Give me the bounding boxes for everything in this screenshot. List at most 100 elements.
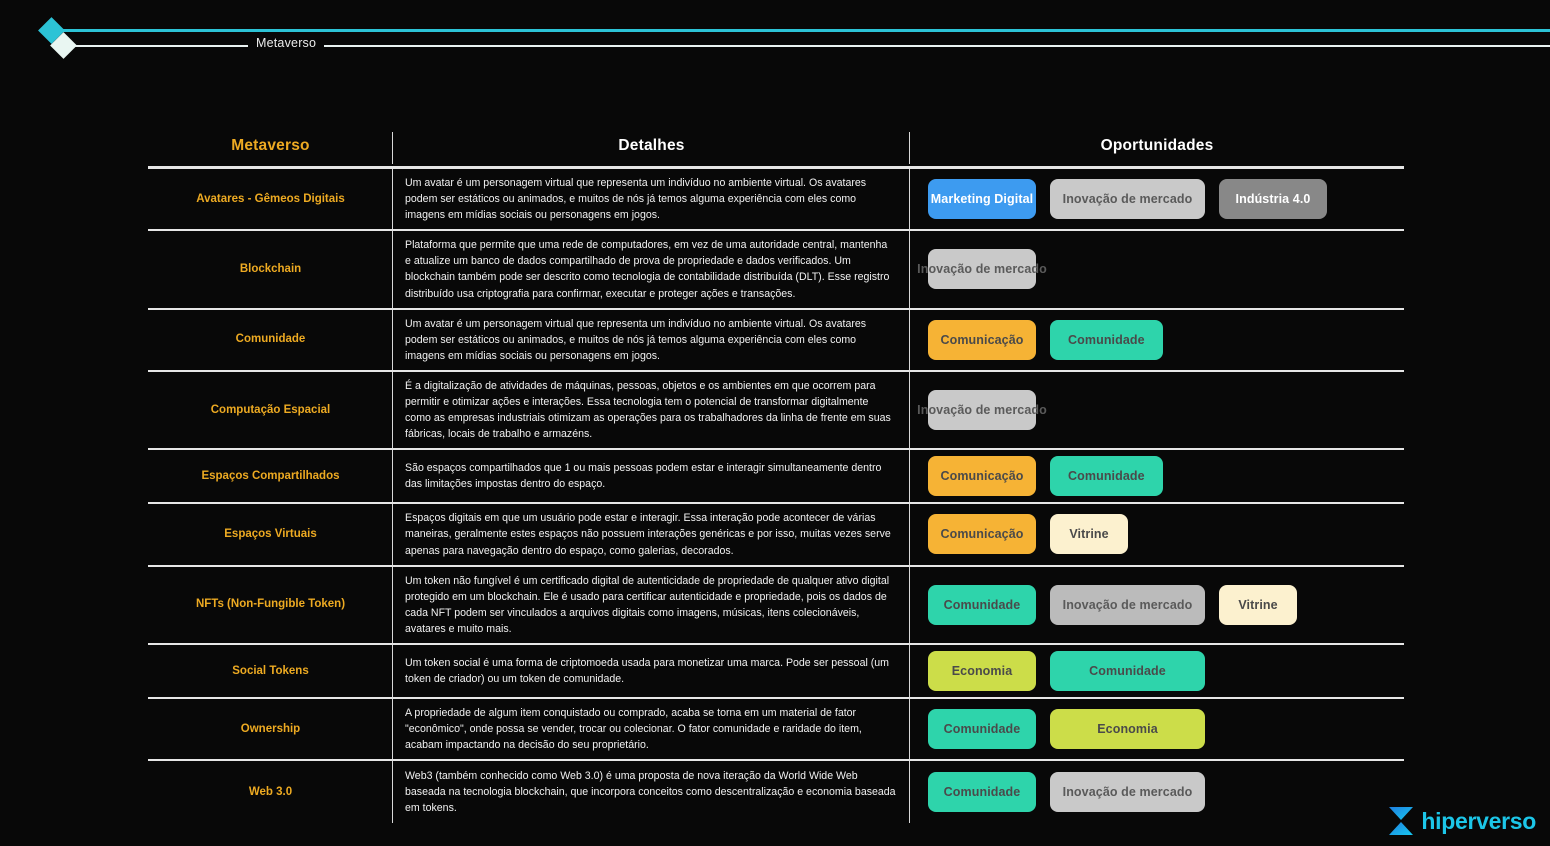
opportunities-cell: Comunicação Comunidade [910,450,1404,502]
opportunity-tag[interactable]: Comunidade [1050,456,1163,497]
detail-text: Um avatar é um personagem virtual que re… [405,177,867,222]
detail-cell: Um token não fungível é um certificado d… [393,566,910,644]
opportunity-tag[interactable]: Vitrine [1050,514,1128,555]
term-label: NFTs (Non-Fungible Token) [195,598,346,611]
opportunity-tag[interactable]: Inovação de mercado [917,249,1047,290]
term-cell: Comunidade [148,309,393,371]
tag-group: Comunidade Inovação de mercado [910,761,1404,823]
term-label: Comunidade [235,333,306,346]
tag-group: Comunidade Inovação de mercado Vitrine [910,567,1404,643]
table-row: Computação Espacial É a digitalização de … [148,371,1404,451]
top-decoration: Metaverso [0,0,1550,70]
detail-cell: Um token social é uma forma de criptomoe… [393,644,910,697]
opportunity-tag[interactable]: Marketing Digital [928,179,1036,220]
table-row: Ownership A propriedade de algum item con… [148,698,1404,762]
table-row: Comunidade Um avatar é um personagem virt… [148,309,1404,372]
cyan-rule [60,29,1550,32]
opportunities-cell: Comunicação Vitrine [910,504,1404,564]
term-cell: Computação Espacial [148,371,393,449]
opportunity-tag[interactable]: Comunidade [928,709,1036,750]
table-row: Avatares - Gêmeos Digitais Um avatar é um… [148,169,1404,232]
term-cell: Social Tokens [148,644,393,697]
table-header-row: Metaverso Detalhes Oportunidades [148,130,1404,164]
term-label: Ownership [240,722,301,735]
table-row: Blockchain Plataforma que permite que uma… [148,231,1404,310]
opportunity-tag[interactable]: Comunicação [928,319,1036,360]
term-label: Blockchain [239,263,302,275]
column-header-label: Oportunidades [1100,137,1214,154]
detail-cell: São espaços compartilhados que 1 ou mais… [393,450,910,503]
hourglass-icon [1389,807,1414,835]
opportunity-tag[interactable]: Comunidade [928,584,1036,625]
detail-text: São espaços compartilhados que 1 ou mais… [405,462,882,491]
opportunities-cell: Marketing Digital Inovação de mercado Indú… [910,169,1404,229]
tag-group: Marketing Digital Inovação de mercado Indú… [910,169,1404,229]
opportunity-tag[interactable]: Comunidade [1050,650,1205,691]
detail-text: Um avatar é um personagem virtual que re… [405,317,867,362]
opportunities-cell: Comunidade Inovação de mercado [910,761,1404,823]
opportunity-tag[interactable]: Inovação de mercado [917,390,1047,431]
opportunity-tag[interactable]: Inovação de mercado [1050,772,1205,813]
table-row: Espaços Virtuais Espaços digitais em que … [148,504,1404,567]
detail-cell: Um avatar é um personagem virtual que re… [393,309,910,371]
tag-group: Comunicação Comunidade [910,310,1404,370]
opportunity-tag[interactable]: Comunicação [928,456,1036,497]
comparison-table: Metaverso Detalhes Oportunidades Avatare… [148,130,1404,824]
term-label: Espaços Virtuais [224,527,317,540]
detail-cell: É a digitalização de atividades de máqui… [393,371,910,449]
column-header-label: Detalhes [618,137,685,154]
detail-text: A propriedade de algum item conquistado … [405,706,862,752]
table-row: NFTs (Non-Fungible Token) Um token não fu… [148,566,1404,645]
term-cell: Ownership [148,698,393,760]
tag-group: Inovação de mercado [910,372,1404,448]
term-cell: Espaços Compartilhados [148,450,393,503]
tag-group: Inovação de mercado [910,231,1404,307]
term-cell: Espaços Virtuais [148,504,393,565]
opportunity-tag[interactable]: Comunidade [928,772,1036,813]
table-row: Espaços Compartilhados São espaços compar… [148,450,1404,505]
header-cell-detalhes: Detalhes [393,130,910,164]
term-label: Social Tokens [232,664,309,677]
term-label: Espaços Compartilhados [201,469,340,482]
opportunity-tag[interactable]: Indústria 4.0 [1219,179,1327,220]
detail-text: Espaços digitais em que um usuário pode … [405,512,891,557]
opportunities-cell: Inovação de mercado [910,372,1404,448]
opportunity-tag[interactable]: Inovação de mercado [1050,584,1205,625]
detail-text: Plataforma que permite que uma rede de c… [405,239,890,300]
tag-group: Economia Comunidade [910,645,1404,697]
column-header-label: Metaverso [231,137,310,154]
section-label: Metaverso [248,36,325,51]
table-body: Avatares - Gêmeos Digitais Um avatar é um… [148,169,1404,824]
opportunity-tag[interactable]: Comunidade [1050,319,1163,360]
term-label: Avatares - Gêmeos Digitais [196,192,345,205]
table-row: Web 3.0 Web3 (também conhecido como Web 3… [148,761,1404,824]
opportunities-cell: Comunicação Comunidade [910,310,1404,370]
brand-logo: hiperverso [1388,806,1536,836]
opportunity-tag[interactable]: Economia [1050,709,1205,750]
detail-text: Web3 (também conhecido como Web 3.0) é u… [405,770,896,815]
opportunity-tag[interactable]: Comunicação [928,514,1036,555]
detail-cell: Um avatar é um personagem virtual que re… [393,169,910,230]
header-cell-oportunidades: Oportunidades [910,130,1404,162]
opportunity-tag[interactable]: Inovação de mercado [1050,179,1205,220]
detail-text: Um token não fungível é um certificado d… [405,574,890,635]
detail-text: É a digitalização de atividades de máqui… [405,379,891,441]
detail-cell: Espaços digitais em que um usuário pode … [393,504,910,565]
tag-group: Comunicação Comunidade [910,450,1404,502]
term-label: Computação Espacial [210,403,331,416]
term-cell: Blockchain [148,231,393,309]
header-cell-termo: Metaverso [148,130,393,164]
header-separator [148,166,1404,169]
term-cell: NFTs (Non-Fungible Token) [148,566,393,644]
white-rule [72,45,1550,47]
opportunity-tag[interactable]: Economia [928,650,1036,691]
tag-group: Comunidade Economia [910,699,1404,759]
opportunities-cell: Comunidade Economia [910,699,1404,759]
opportunity-tag[interactable]: Vitrine [1219,584,1297,625]
detail-cell: Web3 (também conhecido como Web 3.0) é u… [393,761,910,824]
opportunities-cell: Economia Comunidade [910,645,1404,697]
term-cell: Avatares - Gêmeos Digitais [148,169,393,230]
term-cell: Web 3.0 [148,761,393,824]
opportunities-cell: Inovação de mercado [910,231,1404,307]
